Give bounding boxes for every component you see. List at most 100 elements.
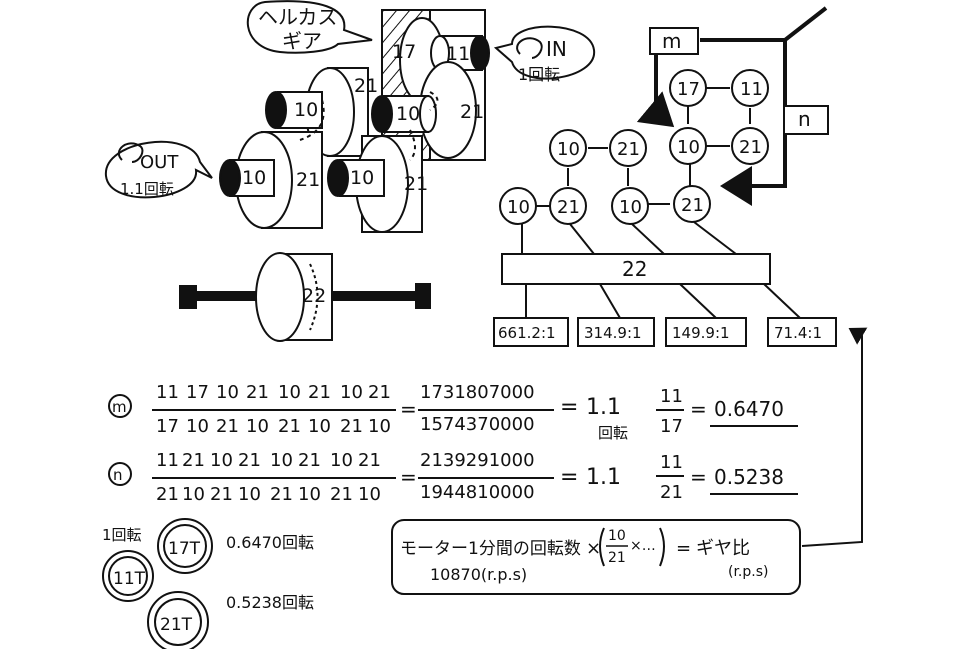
eq-m-n5: 21: [308, 382, 331, 403]
helical-label-line1: ヘルカス: [258, 5, 337, 29]
formula-motor-value: 10870(r.p.s): [430, 565, 527, 584]
equation-n: n 11 21 10 21 10 21 10 21 21 10 21 10 21…: [108, 450, 798, 505]
eq-m-frac-num: 1731807000: [420, 382, 535, 403]
eq-m-result-unit: 回転: [598, 424, 628, 442]
ratio-1: 661.2:1: [498, 324, 556, 342]
formula-frac-den: 21: [608, 550, 626, 566]
eq-m-ratio-value: 0.6470: [714, 397, 784, 421]
formula-frac-num: 10: [608, 528, 626, 544]
eq-n-n6: 10: [330, 450, 353, 471]
eq-m-d4: 21: [278, 416, 301, 437]
net-gear-21-b: 21: [557, 197, 580, 218]
net-gear-21-c: 21: [681, 195, 704, 216]
svg-text:=: =: [400, 397, 417, 421]
formula-box: モーター1分間の回転数 × 10 21 ×… = ギヤ比 (r.p.s) 108…: [391, 519, 801, 595]
eq-m-result: 1.1: [586, 395, 621, 420]
output-rev: 1.1回転: [120, 180, 174, 198]
input-rev: 1回転: [518, 65, 560, 84]
eq-n-d5: 10: [298, 484, 321, 505]
eq-m-d5: 10: [308, 416, 331, 437]
input-shaft-end: [470, 35, 490, 71]
eq-m-n4: 10: [278, 382, 301, 403]
eq-m-d1: 10: [186, 416, 209, 437]
gear-11-input: 11: [446, 43, 470, 65]
equation-m: m 11 17 10 21 10 21 10 21 17 10 21 10 21…: [108, 382, 798, 442]
eq-n-d7: 10: [358, 484, 381, 505]
path-n-label: n: [798, 107, 811, 131]
svg-text:=: =: [560, 395, 578, 420]
ratio-2: 314.9:1: [584, 324, 642, 342]
eq-n-frac-den: 1944810000: [420, 482, 535, 503]
ratio-4: 71.4:1: [774, 324, 822, 342]
net-gear-10-b: 10: [507, 197, 530, 218]
svg-text:=: =: [560, 465, 578, 490]
net-gear-22-bar: 22: [622, 257, 647, 281]
output-label: OUT: [140, 152, 179, 173]
eq-n-result: 1.1: [586, 465, 621, 490]
gear-21-lower-left: 21: [296, 169, 320, 191]
net-gear-21-top: 21: [739, 137, 762, 158]
train-rev-21: 0.5238回転: [226, 593, 314, 612]
eq-n-frac-num: 2139291000: [420, 450, 535, 471]
gear-10-upper-left: 10: [294, 99, 318, 121]
eq-m-ratio-num: 11: [660, 386, 683, 407]
output-callout: OUT 1.1回転: [104, 140, 213, 199]
train-gear-11: 11T: [113, 569, 146, 589]
svg-text:=: =: [400, 465, 417, 489]
gear-21-lower-middle: 21: [404, 173, 428, 195]
formula-result: ギヤ比: [696, 538, 750, 559]
input-label: IN: [546, 37, 567, 61]
eq-n-d2: 21: [210, 484, 233, 505]
eq-m-label: m: [112, 398, 127, 416]
rotation-arrow-icon-out: [117, 142, 144, 163]
eq-n-n5: 21: [298, 450, 321, 471]
eq-m-d6: 21: [340, 416, 363, 437]
eq-n-n3: 21: [238, 450, 261, 471]
eq-m-n7: 21: [368, 382, 391, 403]
formula-dots: ×…: [630, 538, 656, 554]
eq-m-n3: 21: [246, 382, 269, 403]
gear-10-middle: 10: [396, 103, 420, 125]
eq-n-d4: 21: [270, 484, 293, 505]
eq-m-d2: 21: [216, 416, 239, 437]
formula-equals: =: [676, 538, 691, 559]
eq-m-n2: 10: [216, 382, 239, 403]
eq-n-label: n: [113, 466, 123, 484]
svg-text:=: =: [690, 465, 707, 489]
helical-label-line2: ギア: [282, 29, 322, 53]
helical-gear-callout: ヘルカス ギア: [246, 0, 373, 54]
output-shaft-end: [219, 159, 241, 197]
eq-m-n6: 10: [340, 382, 363, 403]
net-gear-21-a: 21: [617, 139, 640, 160]
gear-17-label: 17: [392, 41, 416, 63]
eq-n-n0: 11: [156, 450, 179, 471]
eq-n-d6: 21: [330, 484, 353, 505]
formula-line1: モーター1分間の回転数: [400, 539, 581, 559]
eq-n-n7: 21: [358, 450, 381, 471]
gear-sketch-labels: 10 21 10 21 10 21 10 21 17 11: [242, 41, 484, 195]
path-m-label: m: [662, 29, 681, 53]
input-callout: IN 1回転: [493, 25, 596, 84]
net-gear-10-c: 10: [619, 197, 642, 218]
net-gear-10-a: 10: [557, 139, 580, 160]
eq-n-n2: 10: [210, 450, 233, 471]
train-gear-17: 17T: [168, 539, 201, 559]
eq-m-d0: 17: [156, 416, 179, 437]
gear-21-right: 21: [460, 101, 484, 123]
train-rev-17: 0.6470回転: [226, 533, 314, 552]
eq-n-ratio-num: 11: [660, 452, 683, 473]
eq-n-n1: 21: [182, 450, 205, 471]
gear-network-labels: m n 17 11 10 21 10 21 10 21 10 21 22 661…: [498, 29, 822, 342]
formula-times: ×: [586, 538, 601, 559]
net-gear-10-top: 10: [677, 137, 700, 158]
shaft-gear-22: 22: [302, 285, 326, 307]
eq-n-n4: 10: [270, 450, 293, 471]
eq-n-d1: 10: [182, 484, 205, 505]
gear-train: [102, 518, 213, 649]
gear-network: [493, 6, 868, 547]
svg-text:=: =: [690, 397, 707, 421]
eq-n-ratio-den: 21: [660, 482, 683, 503]
formula-unit: (r.p.s): [728, 564, 768, 580]
shaft-assembly: [179, 252, 431, 342]
